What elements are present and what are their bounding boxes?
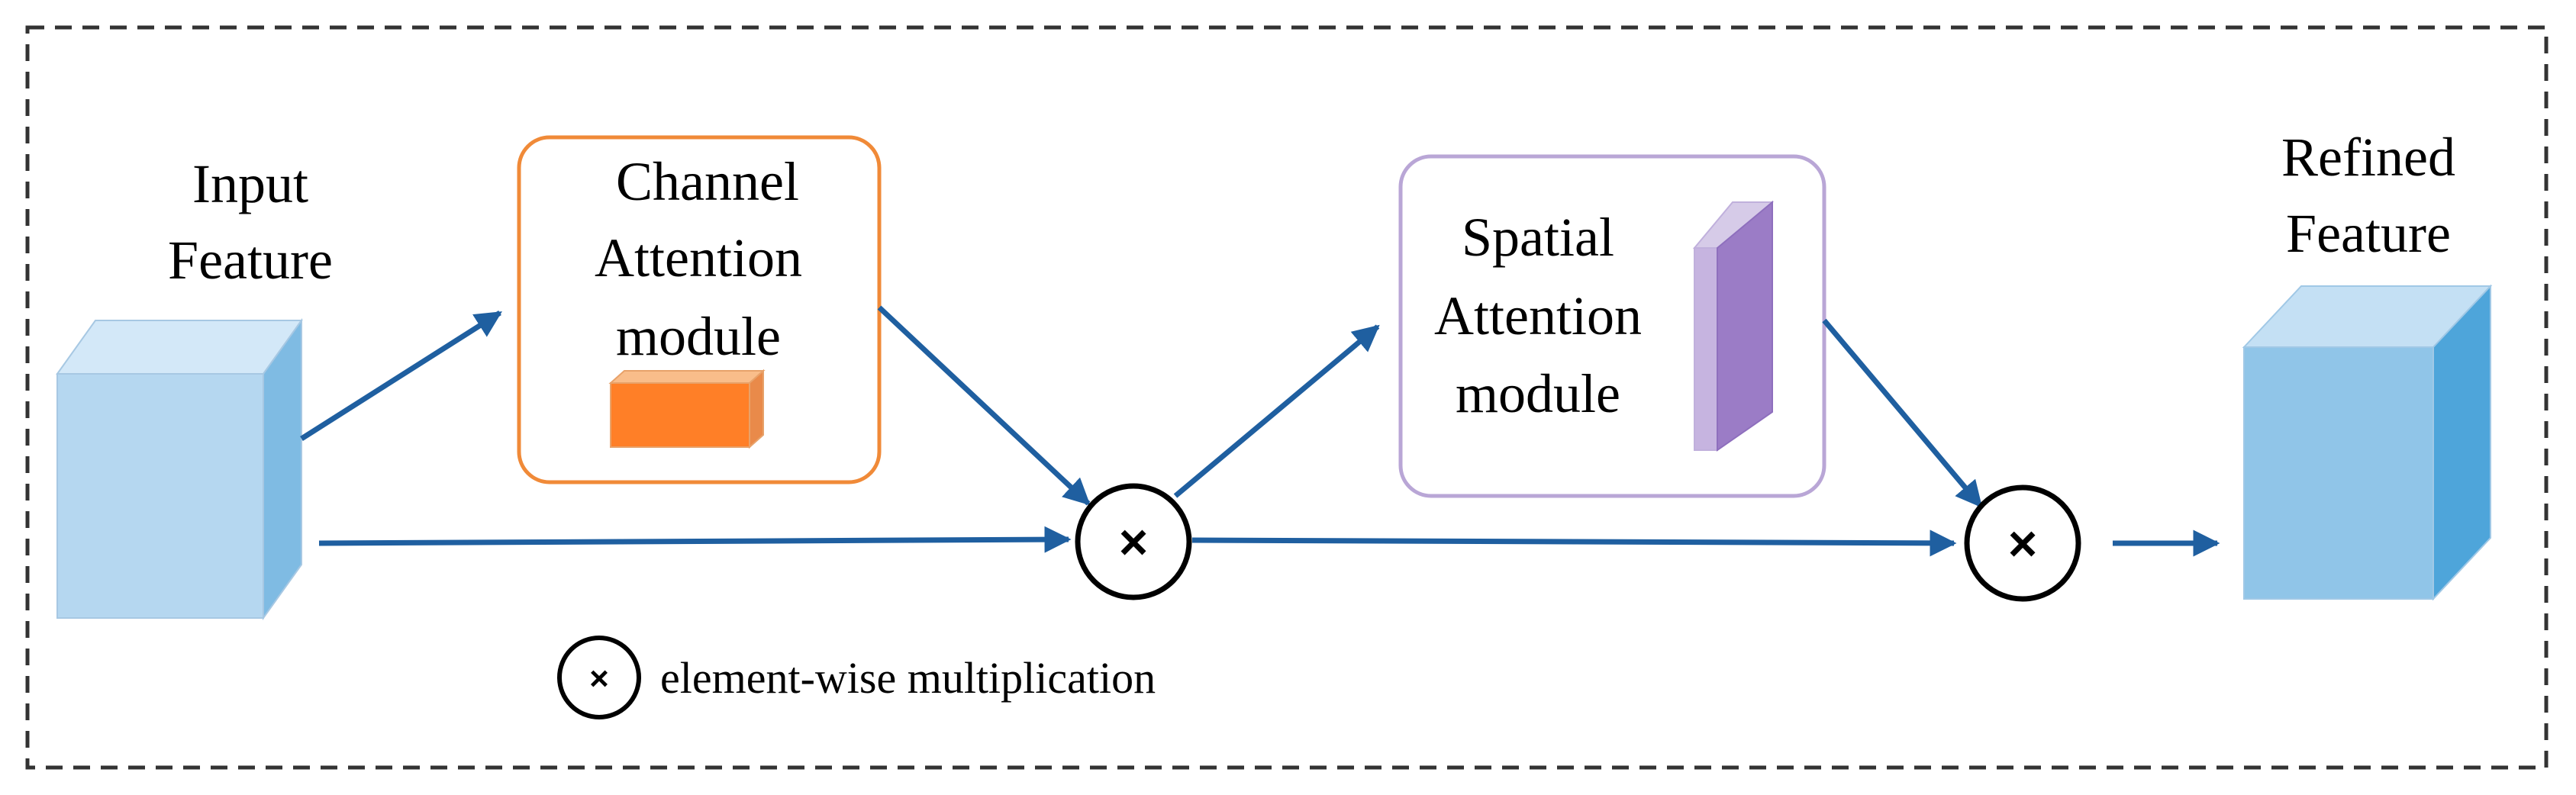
arrow-input-to-mult1 bbox=[318, 526, 1072, 553]
channel-attention-label-line2: Attention bbox=[595, 227, 802, 288]
multiply-symbol-1: × bbox=[1119, 513, 1149, 570]
legend-text: element-wise multiplication bbox=[660, 653, 1156, 703]
refined-feature-label-line1: Refined bbox=[2281, 127, 2455, 188]
legend-multiply-icon bbox=[557, 636, 641, 719]
legend-multiply-symbol: × bbox=[589, 660, 609, 697]
multiply-node-2: × bbox=[1964, 484, 2081, 602]
flow-arrows bbox=[300, 305, 2220, 557]
refined-feature-label-line2: Feature bbox=[2286, 203, 2451, 264]
spatial-attention-label-line1: Spatial bbox=[1462, 207, 1614, 268]
input-feature-cube bbox=[56, 317, 303, 621]
channel-attention-cube bbox=[608, 369, 766, 449]
arrow-input-to-channel bbox=[300, 311, 502, 441]
multiply-node-1: × bbox=[1075, 483, 1192, 600]
input-feature-label-line2: Feature bbox=[168, 230, 333, 291]
multiply-symbol-2: × bbox=[2008, 515, 2038, 571]
input-feature-label-line1: Input bbox=[192, 153, 308, 214]
spatial-attention-label-line3: module bbox=[1456, 363, 1620, 424]
channel-attention-label-line1: Channel bbox=[616, 151, 799, 212]
arrow-spatial-to-mult2 bbox=[1822, 318, 1983, 508]
channel-attention-label-line3: module bbox=[616, 306, 781, 367]
arrow-mult1-to-mult2 bbox=[1191, 529, 1957, 557]
diagram-frame bbox=[25, 25, 2549, 770]
arrow-channel-to-mult1 bbox=[877, 305, 1091, 506]
refined-feature-cube bbox=[2242, 284, 2493, 601]
legend: × element-wise multiplication bbox=[557, 636, 1156, 719]
spatial-attention-slab bbox=[1692, 200, 1775, 452]
spatial-attention-label-line2: Attention bbox=[1434, 285, 1642, 346]
arrow-mult1-to-spatial bbox=[1173, 324, 1380, 498]
